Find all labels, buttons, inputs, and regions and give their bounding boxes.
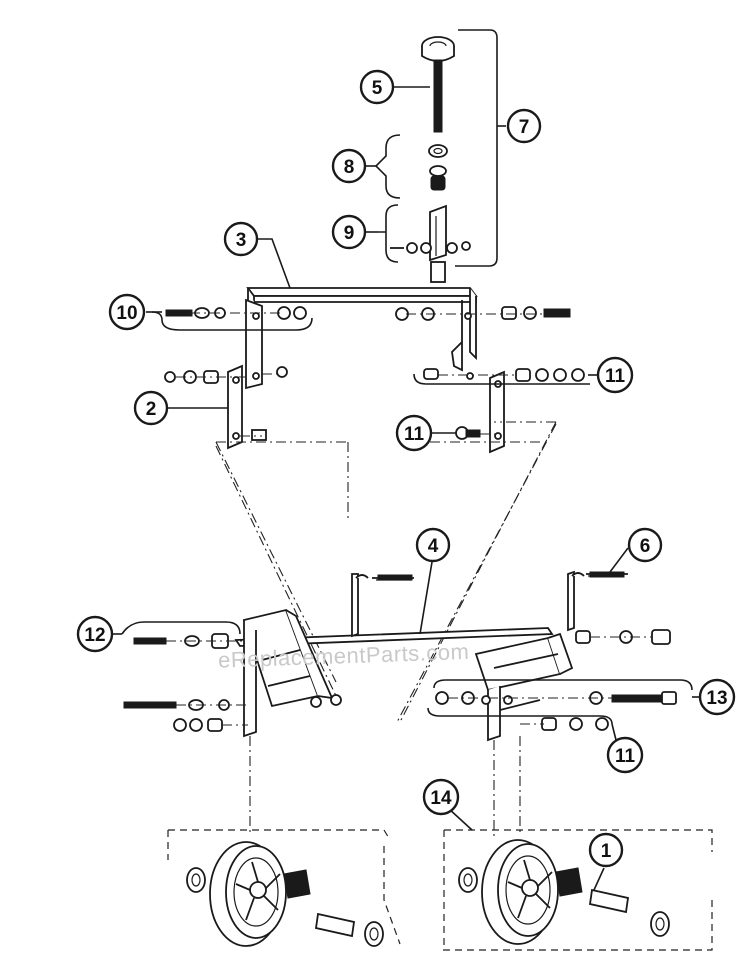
callout-7: 7 (506, 108, 542, 144)
bracket-9 (378, 204, 399, 263)
hardware-row-left-lower (123, 699, 248, 732)
wheel-projection-lines (249, 736, 521, 836)
svg-text:8: 8 (344, 157, 355, 178)
callout-12: 12 (76, 615, 114, 653)
leader-4 (419, 561, 433, 635)
svg-text:5: 5 (372, 78, 383, 99)
svg-text:7: 7 (519, 117, 530, 138)
leader-14 (447, 807, 473, 831)
hardware-row-upper-right (395, 306, 571, 321)
callout-3: 3 (223, 221, 259, 257)
callout-11-middle: 11 (395, 414, 433, 452)
svg-text:3: 3 (236, 230, 247, 251)
callout-10: 10 (108, 293, 146, 331)
svg-text:11: 11 (605, 366, 626, 387)
height-bracket (390, 204, 471, 283)
upper-frame (245, 287, 478, 390)
callout-11-lower: 11 (606, 736, 644, 774)
callout-6: 6 (627, 527, 663, 563)
svg-text:4: 4 (428, 536, 439, 557)
bracket-7 (455, 29, 498, 267)
adjuster-bolt (421, 36, 455, 133)
callout-9: 9 (331, 214, 367, 250)
hardware-row-right-lower (427, 629, 693, 731)
spring-rod-left (377, 574, 413, 581)
callout-2: 2 (133, 390, 169, 426)
leader-11c (611, 723, 617, 741)
spring-rod-right (589, 571, 625, 578)
side-bracket-right (413, 368, 590, 454)
callout-13: 13 (698, 678, 736, 716)
callout-1: 1 (588, 832, 624, 868)
callout-11-upper: 11 (596, 356, 634, 394)
callout-14: 14 (422, 778, 460, 816)
svg-text:1: 1 (601, 841, 612, 862)
wheel-left-assembly (167, 829, 401, 947)
svg-text:9: 9 (344, 223, 355, 244)
svg-text:13: 13 (706, 688, 727, 709)
svg-text:2: 2 (146, 399, 157, 420)
leader-6 (609, 547, 629, 573)
washer-nut-set (428, 144, 448, 191)
bracket-8 (374, 134, 401, 199)
callout-8: 8 (331, 148, 367, 184)
projection-lines (215, 421, 557, 723)
side-bracket-left (164, 364, 288, 450)
hardware-row-10 (151, 306, 313, 331)
callout-4: 4 (415, 527, 451, 563)
svg-text:12: 12 (84, 625, 105, 646)
svg-text:11: 11 (404, 424, 425, 445)
svg-text:11: 11 (615, 746, 636, 767)
wheel-right-assembly (440, 829, 713, 951)
svg-text:10: 10 (116, 303, 137, 324)
callout-5: 5 (359, 69, 395, 105)
lower-frame (234, 570, 628, 742)
svg-text:6: 6 (640, 536, 651, 557)
hardware-row-12 (121, 621, 246, 649)
svg-text:14: 14 (430, 788, 452, 809)
leader-1 (593, 867, 605, 891)
leader-3 (258, 238, 291, 289)
